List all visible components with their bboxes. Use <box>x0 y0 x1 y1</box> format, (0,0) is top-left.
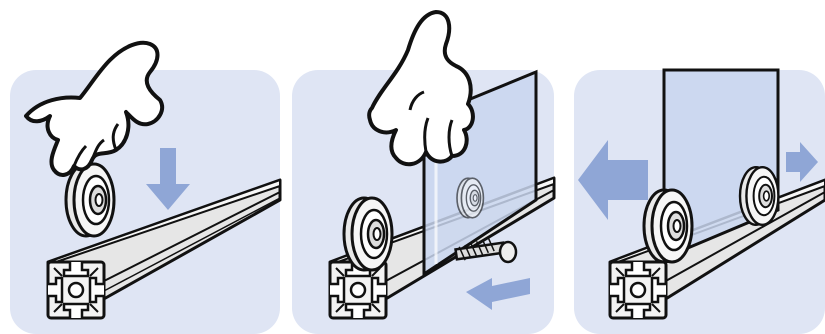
roller-wheel-icon <box>644 190 692 262</box>
panel-1 <box>10 43 280 334</box>
roller-wheel-icon <box>344 198 392 270</box>
roller-wheel-icon <box>740 167 778 225</box>
panel-3 <box>574 70 825 334</box>
roller-wheel-icon <box>66 164 114 236</box>
roller-wheel-icon <box>457 178 483 218</box>
panel-2 <box>292 12 554 334</box>
